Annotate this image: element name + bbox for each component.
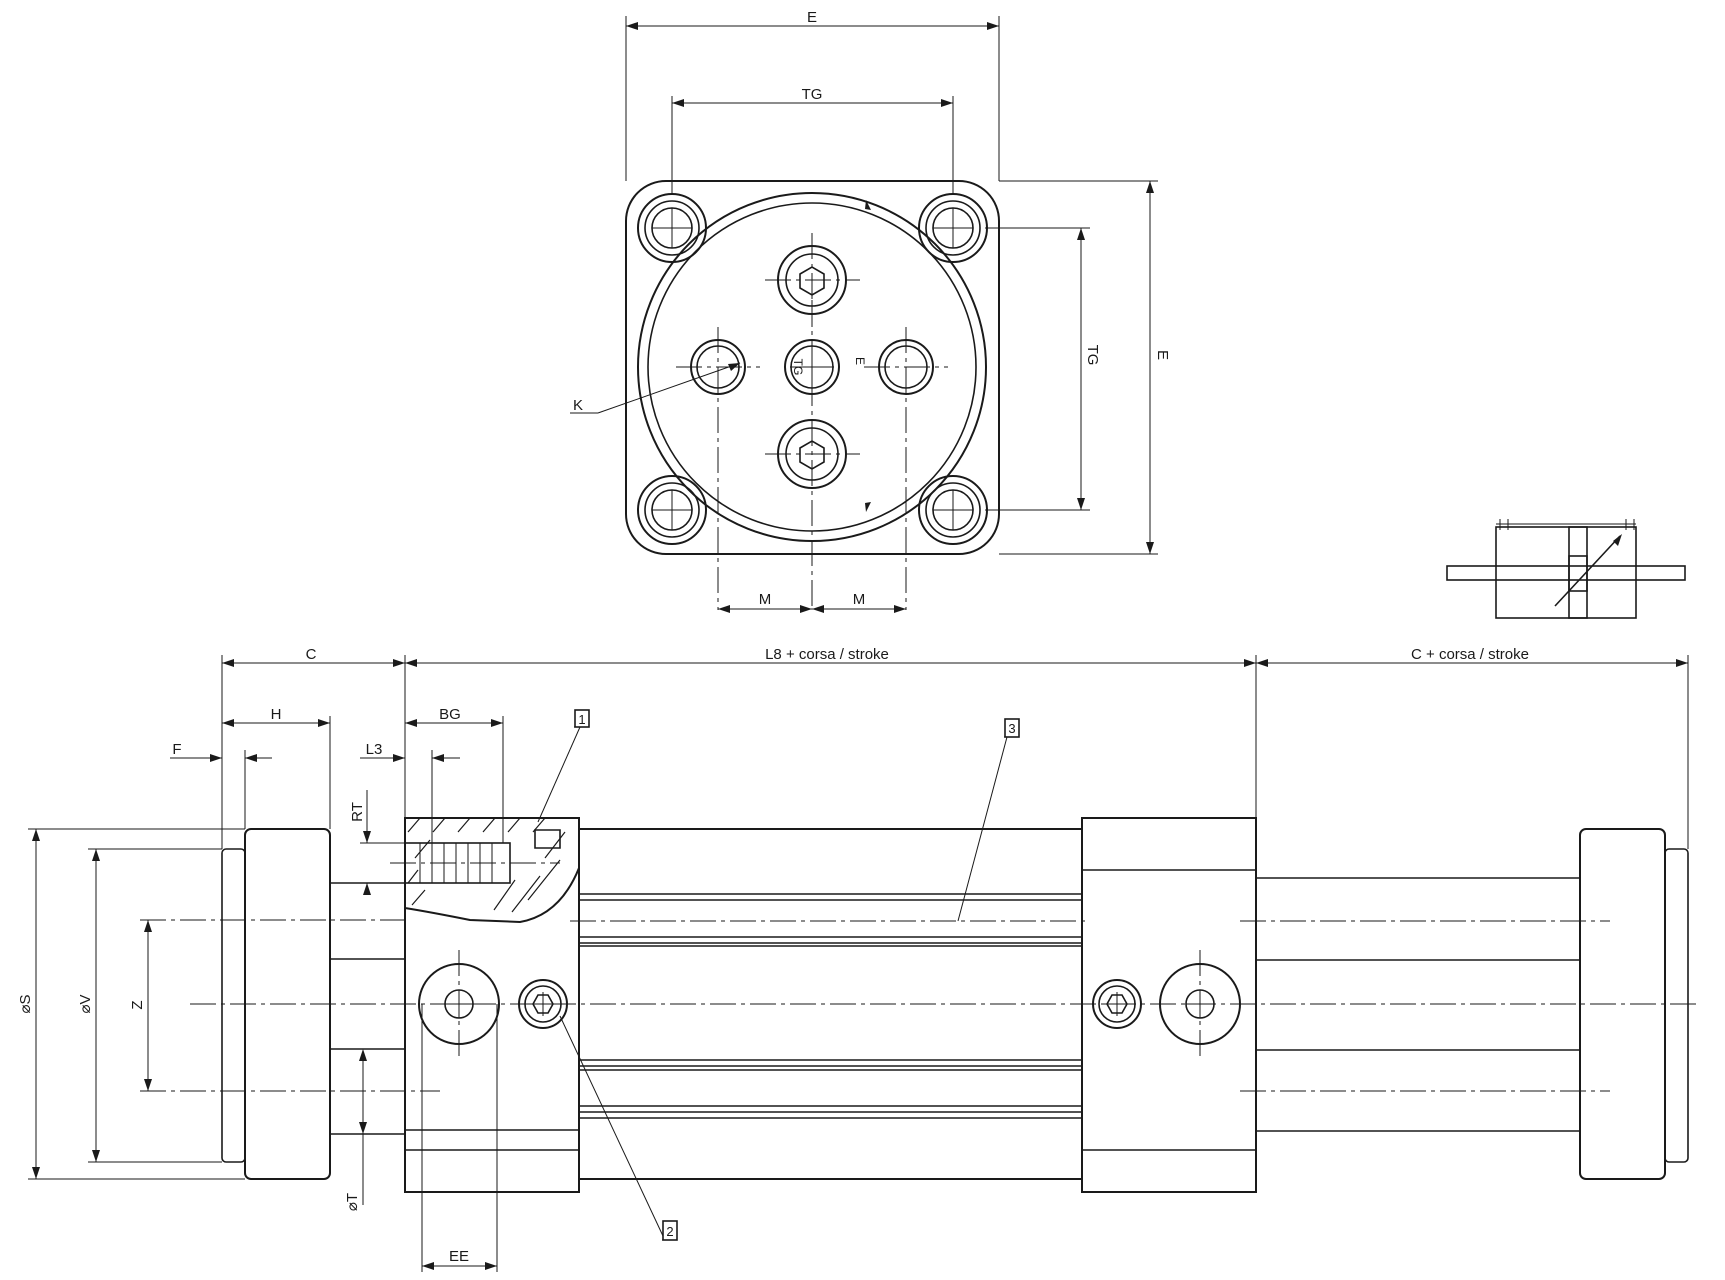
tie-rod-bolt-tl <box>637 193 707 263</box>
callout-3: 3 <box>957 718 1020 922</box>
dim-ee: EE <box>449 1248 469 1265</box>
dim-phi-s: ⌀S <box>17 994 34 1013</box>
dim-c-right: C + corsa / stroke <box>1411 646 1529 663</box>
svg-text:2: 2 <box>666 1224 673 1239</box>
e-inner-label: E <box>853 357 867 365</box>
svg-text:3: 3 <box>1008 721 1015 736</box>
dim-rt: RT <box>349 802 366 822</box>
dim-tg-top: TG <box>802 86 823 103</box>
pneumatic-symbol <box>1446 519 1686 619</box>
dim-z: Z <box>129 1000 146 1009</box>
right-head-block <box>1081 817 1257 1193</box>
dim-c-left: C <box>306 646 317 663</box>
dim-e-top: E <box>807 9 817 26</box>
dim-e-right: E <box>1154 350 1171 360</box>
callout-2: 2 <box>559 1015 678 1241</box>
dim-l8: L8 + corsa / stroke <box>765 646 889 663</box>
end-view: TG E E TG TG E <box>570 9 1171 613</box>
tie-rod-bolt-tr <box>918 193 988 263</box>
dim-l3: L3 <box>366 741 383 758</box>
dim-m-right: M <box>853 591 866 608</box>
dim-phi-v: ⌀V <box>77 994 94 1013</box>
dim-tg-right: TG <box>1084 345 1101 366</box>
dim-phi-t: ⌀T <box>344 1193 361 1211</box>
svg-text:1: 1 <box>578 712 585 727</box>
side-view: C L8 + corsa / stroke C + corsa / stroke… <box>17 646 1700 1272</box>
tie-rod-bolt-bl <box>637 475 707 545</box>
section-hatching <box>407 817 566 913</box>
dim-m-left: M <box>759 591 772 608</box>
tie-rod-bolt-br <box>918 475 988 545</box>
dim-bg: BG <box>439 706 461 723</box>
dim-f: F <box>172 741 181 758</box>
dim-h: H <box>271 706 282 723</box>
tg-inner-label: TG <box>791 359 805 376</box>
callout-1: 1 <box>537 709 590 823</box>
dim-k: K <box>573 397 583 414</box>
